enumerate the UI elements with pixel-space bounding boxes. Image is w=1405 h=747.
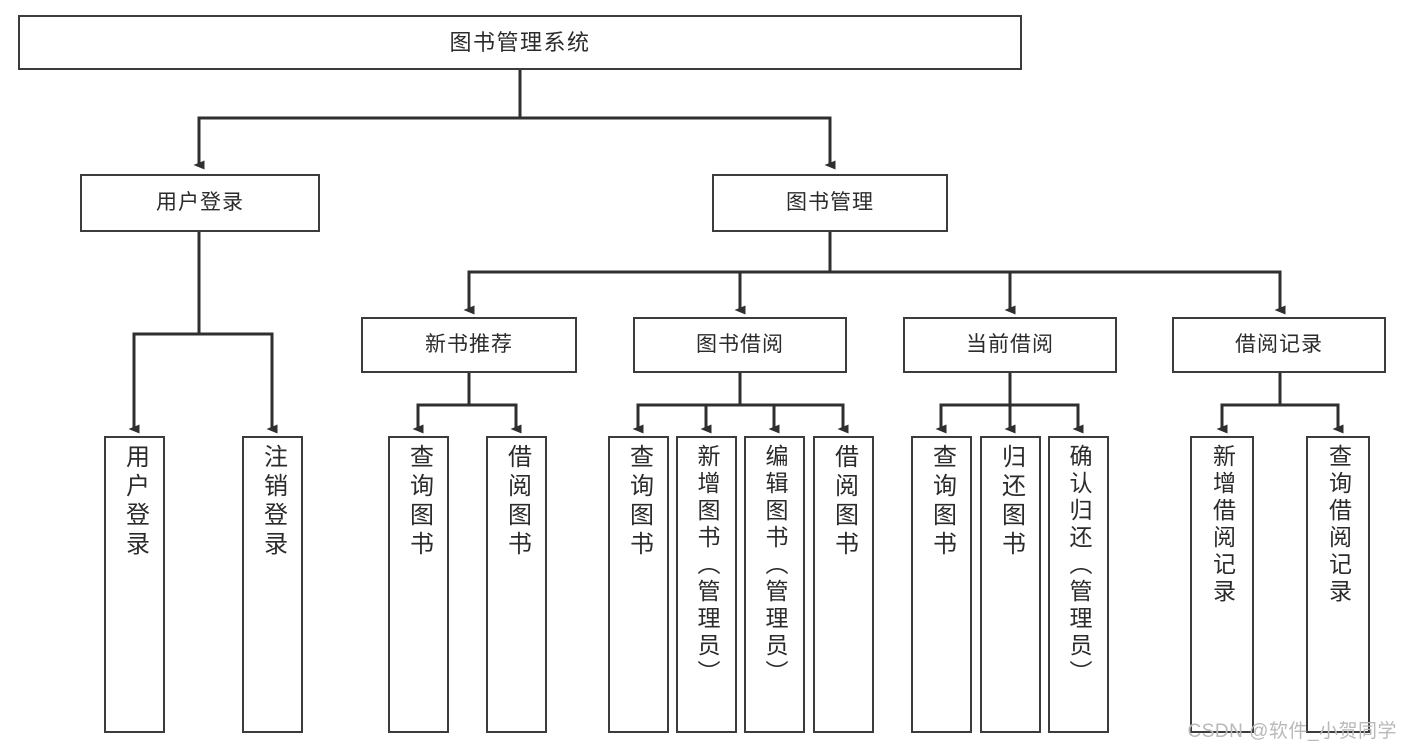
node-user-login[interactable]: 用户登录 <box>80 174 320 232</box>
leaf-borrow-add-book-admin[interactable]: 新增图书（管理员） <box>676 436 737 733</box>
node-label: 用户登录 <box>121 444 149 560</box>
node-label: 用户登录 <box>156 190 244 214</box>
leaf-current-return-book[interactable]: 归还图书 <box>980 436 1041 733</box>
node-book-borrowing[interactable]: 图书借阅 <box>633 317 847 373</box>
node-label: 查询图书 <box>405 444 433 560</box>
node-label: 图书借阅 <box>696 332 784 356</box>
node-label: 借阅图书 <box>830 444 858 560</box>
node-label: 编辑图书（管理员） <box>762 444 788 687</box>
node-label: 当前借阅 <box>966 332 1054 356</box>
node-label: 借阅记录 <box>1235 332 1323 356</box>
node-label: 图书管理 <box>786 190 874 214</box>
node-label: 图书管理系统 <box>449 29 591 55</box>
node-label: 新增借阅记录 <box>1209 444 1236 606</box>
node-label: 借阅图书 <box>503 444 531 560</box>
node-label: 新书推荐 <box>425 332 513 356</box>
node-label: 查询图书 <box>625 444 653 560</box>
node-root-book-management-system[interactable]: 图书管理系统 <box>18 15 1022 70</box>
node-label: 确认归还（管理员） <box>1066 444 1092 687</box>
node-label: 新增图书（管理员） <box>694 444 720 687</box>
leaf-borrow-edit-book-admin[interactable]: 编辑图书（管理员） <box>744 436 805 733</box>
leaf-record-add-borrow-record[interactable]: 新增借阅记录 <box>1190 436 1254 733</box>
leaf-user-login[interactable]: 用户登录 <box>104 436 165 733</box>
leaf-newbook-borrow-book[interactable]: 借阅图书 <box>486 436 547 733</box>
csdn-watermark: CSDN @软件_小贺同学 <box>1187 721 1397 742</box>
leaf-borrow-query-book[interactable]: 查询图书 <box>608 436 669 733</box>
node-label: 查询借阅记录 <box>1325 444 1352 606</box>
node-current-borrowing[interactable]: 当前借阅 <box>903 317 1117 373</box>
leaf-record-query-borrow-record[interactable]: 查询借阅记录 <box>1306 436 1370 733</box>
leaf-newbook-query-book[interactable]: 查询图书 <box>388 436 449 733</box>
node-new-book-recommendation[interactable]: 新书推荐 <box>361 317 577 373</box>
leaf-user-logout[interactable]: 注销登录 <box>242 436 303 733</box>
leaf-borrow-borrow-book[interactable]: 借阅图书 <box>813 436 874 733</box>
leaf-current-query-book[interactable]: 查询图书 <box>911 436 972 733</box>
node-borrow-record[interactable]: 借阅记录 <box>1172 317 1386 373</box>
node-label: 注销登录 <box>259 444 287 560</box>
node-label: 查询图书 <box>928 444 956 560</box>
node-book-management[interactable]: 图书管理 <box>712 174 948 232</box>
leaf-current-confirm-return-admin[interactable]: 确认归还（管理员） <box>1048 436 1109 733</box>
node-label: 归还图书 <box>997 444 1025 560</box>
